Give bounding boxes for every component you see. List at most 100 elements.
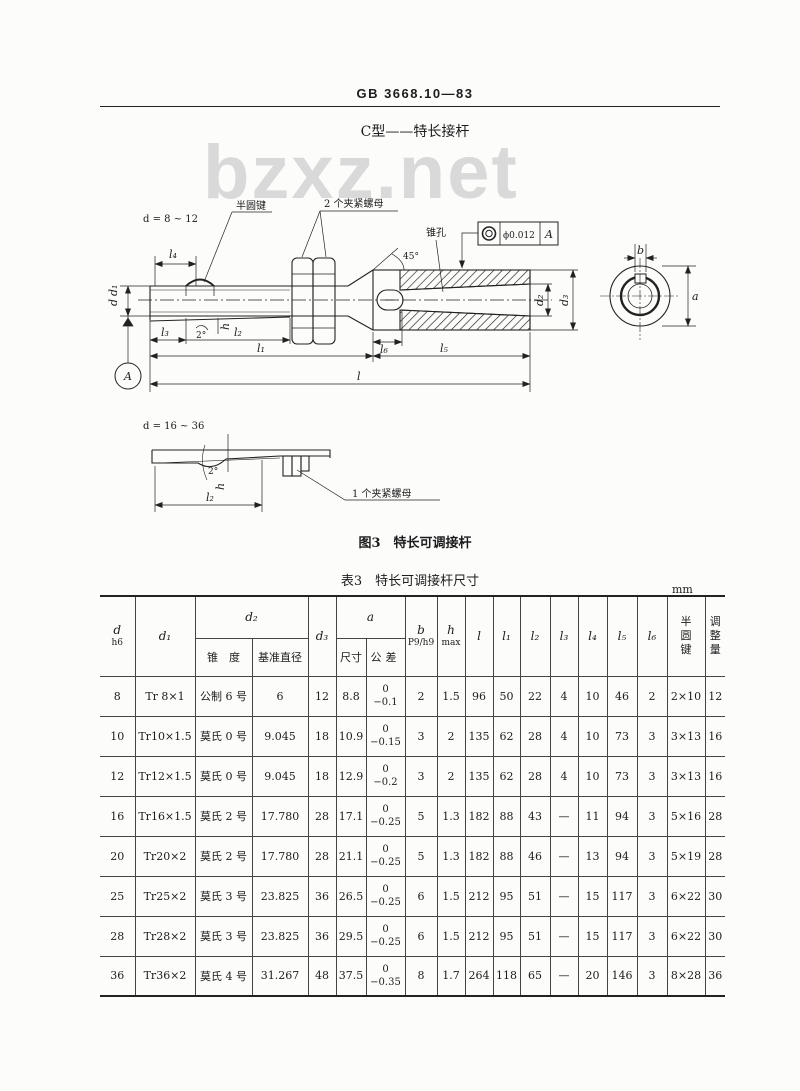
header-key: 半圆键 [666, 595, 706, 677]
cell-l2: 28 [519, 755, 551, 797]
table-caption: 表3 特长可调接杆尺寸 [340, 574, 480, 589]
cell-l4: 15 [577, 875, 608, 917]
two-nuts-label: 2 个夹紧螺母 [324, 197, 384, 210]
cell-d1: Tr16×1.5 [134, 795, 196, 837]
cell-b: 6 [404, 875, 438, 917]
half-round-key-leader [203, 211, 272, 283]
cell-adjust: 28 [704, 835, 725, 877]
cell-d: 20 [100, 835, 136, 877]
variant-view: d = 16 ~ 36 2° h l₂ 1 个夹紧螺母 [143, 421, 440, 512]
cell-a-tol: 0−0.25 [365, 915, 406, 957]
cell-l4: 11 [577, 795, 608, 837]
header-b: b P9/h9 [404, 595, 438, 677]
cell-d: 8 [100, 675, 136, 717]
cell-taper: 莫氏 3 号 [194, 915, 253, 957]
tolerance-lower: −0.25 [370, 857, 401, 868]
tolerance-upper: 0 [382, 844, 389, 855]
header-d-symbol: d [113, 623, 122, 638]
cell-key: 2×10 [666, 675, 706, 717]
cell-a-tol: 0 −0.25 [365, 835, 406, 877]
dim-l2-label: l₂ [234, 326, 242, 339]
cell-l3: — [549, 875, 579, 917]
header-h: h max [436, 595, 466, 677]
cell-a-size: 8.8 [335, 675, 367, 717]
tolerance-lower: −0.25 [370, 817, 401, 828]
cell-l4: 15 [577, 915, 608, 957]
cell-base-dia: 17.780 [251, 795, 309, 837]
cell-d1: Tr 8×1 [134, 675, 196, 717]
cell-l4: 10 [577, 715, 608, 757]
cell-a-size: 17.1 [335, 795, 367, 837]
header-taper: 锥 度 [194, 637, 253, 677]
cell-l6: 3 [636, 915, 668, 957]
variant-taper-angle-label: 2° [208, 467, 218, 477]
cell-b: 5 [404, 795, 438, 837]
dim-d-label: d [107, 299, 120, 306]
cell-l3: — [549, 835, 579, 877]
taper-angle-label: 2° [196, 331, 206, 341]
tolerance-upper: 0 [382, 884, 389, 895]
cell-b: 3 [404, 755, 438, 797]
cell-a-size: 29.5 [335, 915, 367, 957]
cell-d3: 48 [307, 955, 337, 997]
dim-d3-label: d₃ [558, 295, 571, 306]
tolerance-upper: 0 [382, 764, 389, 775]
cell-key: 3×13 [666, 715, 706, 757]
header-b-fit: P9/h9 [407, 638, 435, 649]
datum-label: A [123, 370, 132, 383]
cell-base-dia: 6 [251, 675, 309, 717]
cell-l: 135 [464, 715, 494, 757]
cell-l1: 62 [492, 715, 521, 757]
cell-d3: 28 [307, 795, 337, 837]
cell-key: 5×16 [666, 795, 706, 837]
coaxiality-frame: ϕ0.012 A [477, 221, 559, 246]
cell-h: 1.3 [436, 795, 466, 837]
tolerance-lower: −0.25 [370, 897, 401, 908]
dim-b-label: b [637, 244, 644, 257]
datum-triangle [122, 317, 134, 327]
cell-a-size: 37.5 [335, 955, 367, 997]
cell-a-tol: 0 −0.2 [365, 755, 406, 797]
cell-l: 96 [464, 675, 494, 717]
cell-taper: 莫氏 2 号 [194, 835, 253, 877]
cell-l: 212 [464, 875, 494, 917]
cell-l5: 73 [606, 715, 638, 757]
range-large-label: d = 16 ~ 36 [143, 421, 204, 432]
cell-l6: 3 [636, 755, 668, 797]
half-round-key-label: 半圆键 [236, 199, 266, 212]
tolerance-upper: 0 [382, 963, 389, 975]
cell-h: 1.5 [436, 875, 466, 917]
cell-h: 1.7 [436, 955, 466, 997]
cell-l6: 2 [636, 675, 668, 717]
cell-taper: 莫氏 0 号 [194, 715, 253, 757]
cell-d3: 36 [307, 915, 337, 957]
cell-l6: 3 [636, 875, 668, 917]
main-view: ϕ0.012 A A d = 8 ~ 12 半圆键 2 个夹紧螺母 锥孔 45°… [107, 197, 578, 392]
cell-a-size: 21.1 [335, 835, 367, 877]
cell-d1: Tr28×2 [134, 915, 196, 957]
variant-dim-l2-label: l₂ [206, 491, 214, 504]
tolerance-lower: −0.2 [373, 777, 398, 788]
end-view-center-lines [600, 258, 680, 340]
concentricity-icon [481, 226, 497, 241]
dim-l1-label: l₁ [257, 342, 265, 355]
cell-base-dia: 31.267 [251, 955, 309, 997]
shank [149, 278, 348, 322]
cell-l4: 20 [577, 955, 608, 997]
header-d2: d₂ [194, 595, 309, 639]
dim-d1-label: d₁ [107, 285, 120, 296]
cell-a-tol: 0−0.1 [365, 675, 406, 717]
header-base-diameter: 基准直径 [251, 637, 309, 677]
variant-dim-h-label: h [214, 483, 227, 490]
cell-l2: 51 [519, 875, 551, 917]
header-a-size: 尺寸 [335, 637, 367, 677]
tolerance-upper: 0 [382, 924, 389, 935]
cell-base-dia: 17.780 [251, 835, 309, 877]
cell-l5: 117 [606, 915, 638, 957]
chamfer-leader [372, 247, 405, 271]
